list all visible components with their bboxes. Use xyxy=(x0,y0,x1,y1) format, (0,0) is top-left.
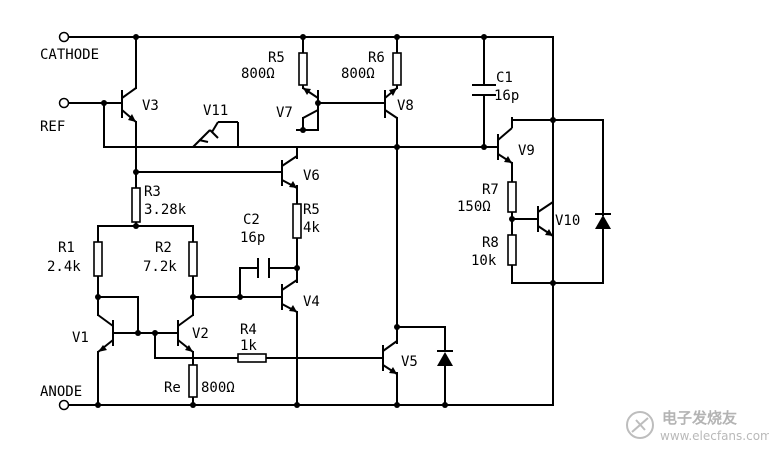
resistor-r4-name: R4 xyxy=(240,322,257,338)
resistor-r4: R4 1k xyxy=(237,322,267,363)
resistor-r3-name: R3 xyxy=(144,184,161,200)
transistor-v4-label: V4 xyxy=(303,294,320,310)
resistor-r5-top-value: 800Ω xyxy=(241,66,275,82)
resistor-r6-value: 800Ω xyxy=(341,66,375,82)
terminal-cathode: CATHODE xyxy=(40,31,99,63)
capacitor-c1-value: 16p xyxy=(494,88,519,104)
transistor-v9-label: V9 xyxy=(518,143,535,159)
transistor-v1-label: V1 xyxy=(72,330,89,346)
terminal-anode: ANODE xyxy=(40,384,82,411)
resistor-re-name: Re xyxy=(164,380,181,396)
transistor-v1: V1 xyxy=(72,314,114,353)
watermark-text: 电子发烧友 xyxy=(662,409,737,427)
resistor-r2: R2 7.2k xyxy=(143,240,198,277)
resistor-r5-mid-name: R5 xyxy=(303,202,320,218)
resistor-re: Re 800Ω xyxy=(164,364,235,398)
transistor-v5: V5 xyxy=(382,340,418,375)
transistor-v3: V3 xyxy=(121,87,159,123)
resistor-r6-name: R6 xyxy=(368,50,385,66)
capacitor-c1-name: C1 xyxy=(496,70,513,86)
capacitor-c2-name: C2 xyxy=(243,212,260,228)
resistor-re-value: 800Ω xyxy=(201,380,235,396)
resistor-r1: R1 2.4k xyxy=(47,240,103,277)
resistor-r8: R8 10k xyxy=(471,234,517,269)
terminal-ref: REF xyxy=(40,97,70,135)
diode-v5-clamp xyxy=(437,350,453,366)
resistor-r5-mid: R5 4k xyxy=(292,202,320,239)
terminal-anode-label: ANODE xyxy=(40,384,82,400)
transistor-v4: V4 xyxy=(281,279,320,313)
transistor-v10: V10 xyxy=(537,201,580,237)
transistor-v3-label: V3 xyxy=(142,98,159,114)
resistor-r5-top-name: R5 xyxy=(268,50,285,66)
resistor-r6: R6 800Ω xyxy=(341,50,402,86)
resistor-r4-value: 1k xyxy=(240,338,257,354)
capacitor-c2: C2 16p xyxy=(240,212,270,278)
resistor-r8-value: 10k xyxy=(471,253,497,269)
transistor-v2-label: V2 xyxy=(192,326,209,342)
diode-v10-clamp xyxy=(595,213,611,229)
resistor-r1-name: R1 xyxy=(58,240,75,256)
transistor-v10-label: V10 xyxy=(555,213,580,229)
resistor-r5-mid-value: 4k xyxy=(303,220,320,236)
transistor-v5-label: V5 xyxy=(401,354,418,370)
resistor-r8-name: R8 xyxy=(482,235,499,251)
transistor-v9: V9 xyxy=(497,120,535,164)
transistor-v8-label: V8 xyxy=(397,98,414,114)
transistor-v7-label: V7 xyxy=(276,105,293,121)
resistor-r3: R3 3.28k xyxy=(131,184,187,223)
terminal-ref-label: REF xyxy=(40,119,65,135)
junction-dots xyxy=(95,34,556,408)
transistor-v11-label: V11 xyxy=(203,103,228,119)
transistor-v6: V6 xyxy=(281,155,320,189)
terminal-cathode-label: CATHODE xyxy=(40,47,99,63)
resistor-r7: R7 150Ω xyxy=(457,181,517,215)
transistor-v2: V2 xyxy=(177,314,209,353)
resistor-r1-value: 2.4k xyxy=(47,259,81,275)
resistor-r7-value: 150Ω xyxy=(457,199,491,215)
transistor-v11: V11 xyxy=(192,103,239,148)
transistor-v8: V8 xyxy=(384,87,414,119)
capacitor-c1: C1 16p xyxy=(472,70,519,104)
resistor-r2-value: 7.2k xyxy=(143,259,177,275)
resistor-r7-name: R7 xyxy=(482,182,499,198)
watermark-url: www.elecfans.com xyxy=(660,429,769,443)
transistor-v6-label: V6 xyxy=(303,168,320,184)
wires xyxy=(68,36,604,406)
resistor-r2-name: R2 xyxy=(155,240,172,256)
resistor-r3-value: 3.28k xyxy=(144,202,187,218)
watermark-logo: 电子发烧友 www.elecfans.com xyxy=(626,409,769,443)
transistor-v7: V7 xyxy=(276,87,319,121)
resistor-r5-top: R5 800Ω xyxy=(241,50,308,86)
capacitor-c2-value: 16p xyxy=(240,230,265,246)
